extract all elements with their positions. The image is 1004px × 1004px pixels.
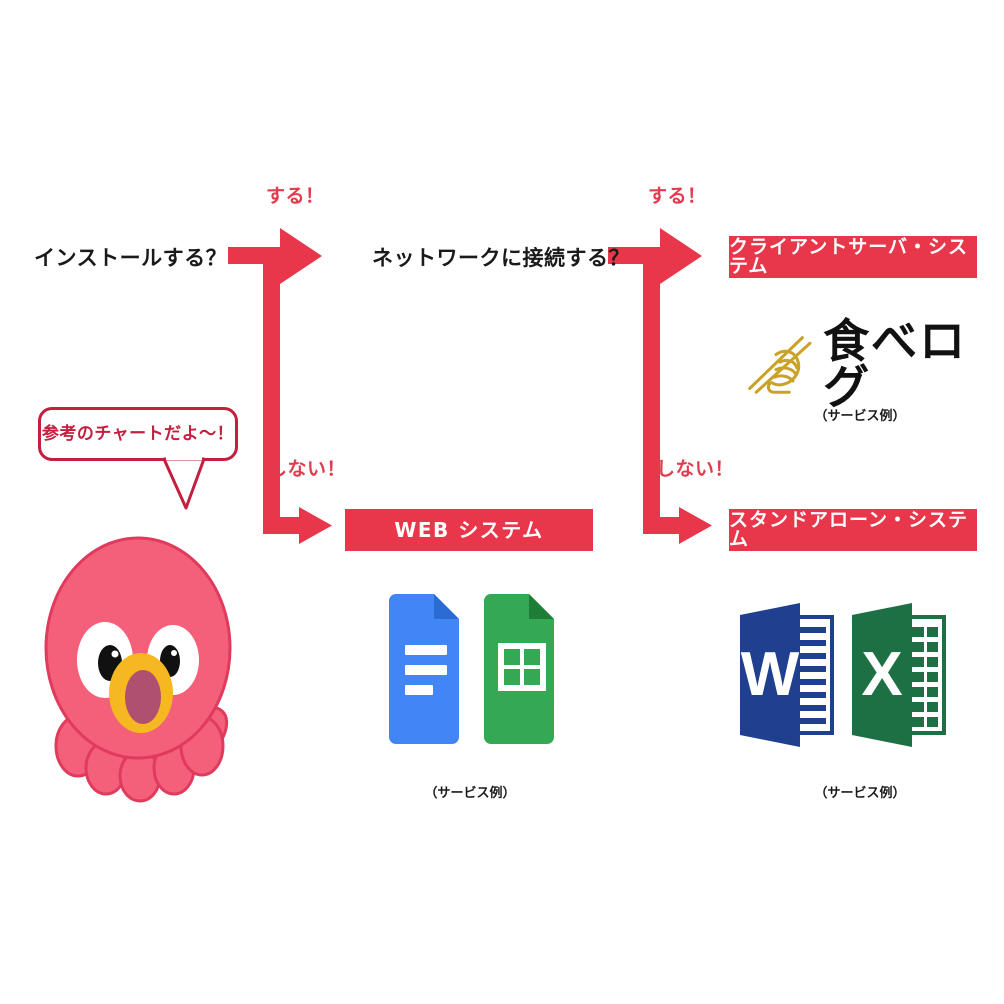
service-caption-google: （サービス例） [424, 786, 516, 801]
branch-label-no-1: しない！ [268, 458, 347, 480]
tabelog-logo-text: 食べログ [823, 314, 968, 414]
branch-label-yes-1: する！ [266, 185, 325, 207]
microsoft-word-icon: W [740, 603, 834, 747]
question-install: インストールする？ [34, 246, 228, 270]
office-apps-icons: W X [740, 603, 946, 747]
mascot-speech-text: 参考のチャートだよ〜！ [41, 423, 235, 444]
question-network: ネットワークに接続する？ [372, 246, 630, 270]
branch-label-no-2: しない！ [656, 458, 735, 480]
svg-text:X: X [861, 640, 902, 709]
chopsticks-hand-icon [748, 336, 812, 394]
svg-text:W: W [741, 640, 800, 709]
speech-bubble-tail [162, 456, 206, 510]
branch-label-yes-2: する！ [648, 185, 707, 207]
google-apps-icons [389, 594, 554, 744]
tabelog-logo: 食べログ [744, 318, 1004, 410]
service-caption-tabelog: （サービス例） [814, 409, 906, 424]
mascot-speech-bubble: 参考のチャートだよ〜！ [38, 407, 238, 461]
result-box-standalone[interactable]: スタンドアローン・システム [729, 509, 977, 551]
service-caption-office: （サービス例） [814, 786, 906, 801]
google-sheets-icon [484, 594, 554, 744]
octopus-mascot [44, 536, 232, 803]
microsoft-excel-icon: X [852, 603, 946, 747]
fork-2-arrows [608, 228, 712, 544]
google-docs-icon [389, 594, 459, 744]
fork-1-arrows [228, 228, 332, 544]
result-box-client-server[interactable]: クライアントサーバ・システム [729, 236, 977, 278]
result-box-web-system[interactable]: WEB システム [345, 509, 593, 551]
